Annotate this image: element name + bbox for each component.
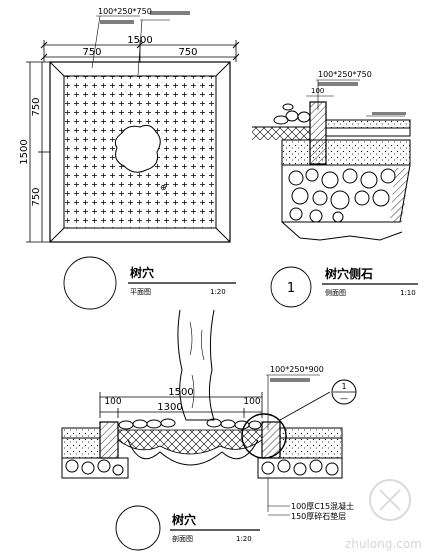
plan-dim-left: 750 [82, 47, 101, 58]
side-index-circle [270, 266, 312, 308]
plan-view: 1500 750 750 100*250*750 750 1500 750 ⊕ … [19, 7, 240, 310]
section-scale: 1:20 [236, 535, 252, 543]
section-dim-right: 100 [243, 397, 260, 407]
plan-outer-curb [49, 61, 231, 243]
section-curb-left [99, 421, 119, 459]
section-spec-label: 100*250*900 [270, 365, 324, 374]
section-curb-right [261, 421, 281, 459]
plan-trunk-opening [114, 124, 161, 173]
plan-title-circle [63, 256, 117, 310]
section-dim-total: 1500 [168, 387, 193, 398]
plan-dim-v-top: 750 [31, 97, 42, 116]
side-spec-label: 100*250*750 [318, 70, 372, 79]
section-callout-circle [241, 413, 287, 459]
section-title: 树穴 [172, 512, 196, 527]
side-subtitle: 侧面图 [325, 288, 346, 297]
side-scale: 1:10 [400, 289, 416, 297]
section-dim-inner: 1300 [157, 402, 182, 413]
plan-center-mark-icon: ⊕ [160, 183, 167, 192]
plan-spec-label: 100*250*750 [98, 7, 152, 16]
section-callout-sub: — [340, 394, 348, 403]
tree-trunk [177, 309, 215, 421]
plan-dim-v-total: 1500 [19, 139, 30, 164]
section-view: 100*250*900 1500 1300 100 100 [61, 309, 357, 551]
plan-title: 树穴 [130, 265, 154, 280]
plan-subtitle: 平面图 [130, 288, 151, 296]
section-soil [117, 429, 263, 455]
side-dim-small: 100 [311, 87, 324, 95]
side-index-no: 1 [287, 281, 295, 296]
watermark: zhulong.com [345, 479, 422, 551]
section-layer-2: 150厚碎石垫层 [291, 511, 346, 521]
section-title-circle [115, 505, 161, 551]
plan-dim-v-bottom: 750 [31, 187, 42, 206]
side-detail-view: 100*250*750 100 [252, 70, 418, 308]
plan-dim-total: 1500 [127, 35, 152, 46]
section-subtitle: 剖面图 [172, 534, 193, 543]
plan-scale: 1:20 [210, 288, 226, 296]
section-pebbles [118, 418, 262, 430]
section-callout-no: 1 [341, 382, 346, 391]
watermark-text: zhulong.com [345, 537, 422, 551]
section-layer-1: 100厚C15混凝土 [291, 501, 354, 511]
section-dim-left: 100 [104, 397, 121, 407]
side-title: 树穴侧石 [325, 266, 373, 281]
plan-dim-right: 750 [178, 47, 197, 58]
